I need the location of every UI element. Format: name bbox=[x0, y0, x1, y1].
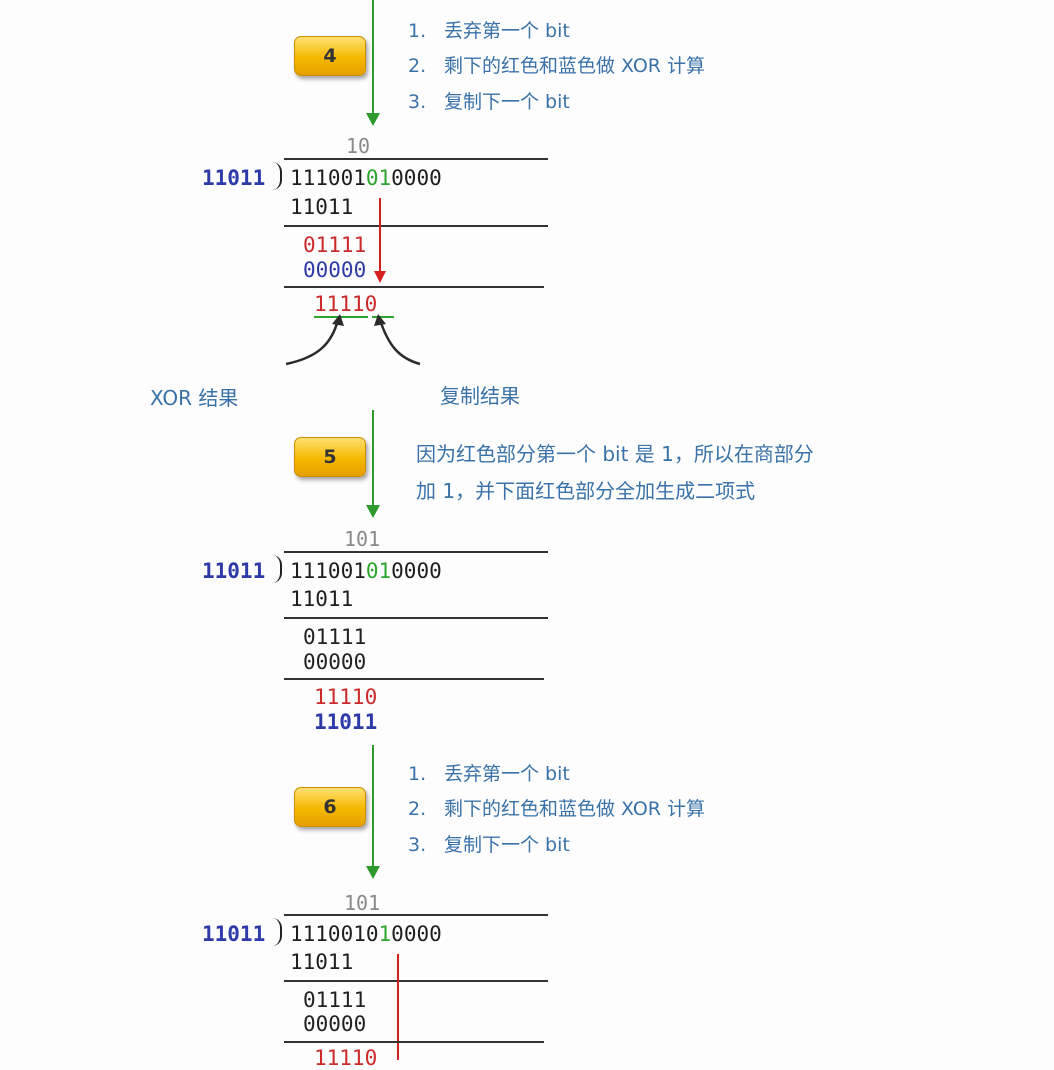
instruction-3: 3.复制下一个 bit bbox=[408, 834, 570, 856]
instruction-3: 3.复制下一个 bit bbox=[408, 91, 570, 113]
copy-underline bbox=[372, 316, 394, 318]
curved-arrow-left bbox=[285, 319, 340, 366]
division-bar bbox=[284, 914, 548, 916]
instruction-1: 1.丢弃第一个 bit bbox=[408, 763, 570, 785]
quotient: 10 bbox=[346, 134, 371, 158]
generator-blue: 11011 bbox=[314, 710, 378, 734]
instruction-2: 2.剩下的红色和蓝色做 XOR 计算 bbox=[408, 55, 706, 77]
instruction-2: 2.剩下的红色和蓝色做 XOR 计算 bbox=[408, 798, 706, 820]
step-badge-4: 4 bbox=[294, 36, 366, 76]
arrowhead-icon bbox=[374, 314, 386, 326]
red-arrow-down-icon bbox=[374, 271, 386, 283]
step-badge-6: 6 bbox=[294, 787, 366, 827]
curved-arrow-right bbox=[378, 319, 421, 366]
subtract-row: 11011 bbox=[290, 195, 354, 219]
xor-top: 01111 bbox=[303, 233, 367, 257]
explanation-line-2: 加 1，并下面红色部分全加生成二项式 bbox=[416, 479, 756, 503]
division-bracket bbox=[272, 918, 282, 946]
xor-top: 01111 bbox=[303, 625, 367, 649]
xor-bottom: 00000 bbox=[303, 1012, 367, 1036]
divisor: 11011 bbox=[202, 166, 266, 190]
label-copy-result: 复制结果 bbox=[440, 384, 520, 408]
flow-line bbox=[372, 745, 374, 867]
copy-arrow-line bbox=[397, 954, 399, 1060]
separator bbox=[284, 617, 548, 619]
xor-result: 11110 bbox=[314, 292, 378, 316]
copy-arrow-line bbox=[379, 198, 381, 272]
instruction-1: 1.丢弃第一个 bit bbox=[408, 20, 570, 42]
separator bbox=[284, 1041, 544, 1043]
divisor: 11011 bbox=[202, 922, 266, 946]
xor-top: 01111 bbox=[303, 988, 367, 1012]
arrow-down-icon bbox=[366, 505, 380, 518]
divisor: 11011 bbox=[202, 559, 266, 583]
step-badge-5: 5 bbox=[294, 437, 366, 477]
flow-line bbox=[372, 0, 374, 114]
xor-bottom: 00000 bbox=[303, 650, 367, 674]
division-bracket bbox=[272, 555, 282, 583]
subtract-row: 11011 bbox=[290, 950, 354, 974]
explanation-line-1: 因为红色部分第一个 bit 是 1，所以在商部分 bbox=[416, 442, 814, 466]
quotient: 101 bbox=[344, 527, 381, 551]
flow-line bbox=[372, 410, 374, 506]
separator bbox=[284, 980, 548, 982]
division-bar bbox=[284, 551, 548, 553]
dividend: 111001010000 bbox=[290, 166, 442, 190]
separator bbox=[284, 678, 544, 680]
dividend: 111001010000 bbox=[290, 922, 442, 946]
xor-bottom: 00000 bbox=[303, 258, 367, 282]
dividend: 111001010000 bbox=[290, 559, 442, 583]
arrowhead-icon bbox=[332, 314, 344, 326]
separator bbox=[284, 286, 544, 288]
division-bracket bbox=[272, 162, 282, 190]
label-xor-result: XOR 结果 bbox=[150, 386, 239, 410]
division-bar bbox=[284, 158, 548, 160]
arrow-down-icon bbox=[366, 866, 380, 879]
quotient: 101 bbox=[344, 891, 381, 915]
remainder-red: 11110 bbox=[314, 685, 378, 709]
separator bbox=[284, 225, 548, 227]
curved-arrows bbox=[285, 314, 421, 366]
remainder-partial: 11110 bbox=[314, 1046, 378, 1070]
subtract-row: 11011 bbox=[290, 587, 354, 611]
arrow-down-icon bbox=[366, 113, 380, 126]
